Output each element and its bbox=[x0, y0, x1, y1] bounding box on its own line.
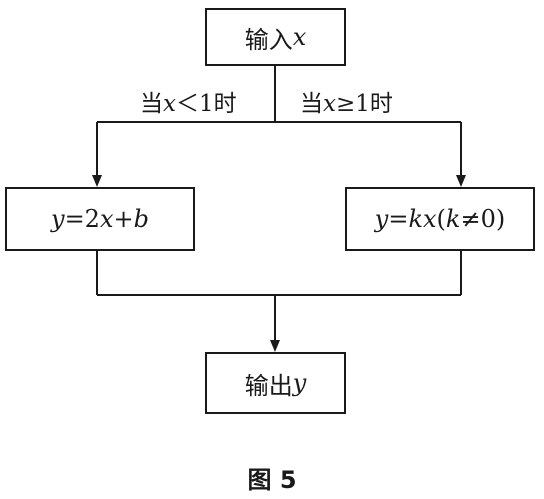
left-b: b bbox=[133, 205, 149, 233]
right-ne-zero: ≠0) bbox=[460, 205, 506, 233]
right-y: y bbox=[374, 205, 389, 233]
output-node-var: y bbox=[292, 369, 307, 397]
left-eq: =2 bbox=[64, 205, 100, 233]
output-arrowhead bbox=[270, 340, 280, 352]
figure-caption: 图 5 bbox=[247, 466, 297, 494]
condition-left-pre: 当 bbox=[140, 91, 163, 117]
input-node-label: 输入 bbox=[244, 25, 293, 54]
condition-left-var: x bbox=[163, 91, 176, 117]
right-paren: ( bbox=[436, 205, 446, 233]
input-node-var: x bbox=[292, 23, 307, 51]
condition-left: 当x＜1时 bbox=[140, 84, 237, 118]
right-kx: kx bbox=[408, 205, 437, 233]
left-plus: + bbox=[113, 205, 134, 233]
condition-right-post: ≥1时 bbox=[335, 91, 393, 117]
right-eq: = bbox=[388, 205, 409, 233]
left-y: y bbox=[51, 205, 65, 233]
condition-left-post: ＜1时 bbox=[175, 91, 237, 117]
condition-right: 当x≥1时 bbox=[300, 84, 393, 118]
left-branch-arrowhead bbox=[92, 175, 102, 187]
right-function-node: y=kx(k≠0) bbox=[345, 187, 535, 251]
right-branch-arrowhead bbox=[456, 175, 466, 187]
condition-right-var: x bbox=[323, 91, 336, 117]
right-k: k bbox=[445, 205, 461, 233]
output-node-label: 输出 bbox=[244, 371, 293, 400]
condition-right-pre: 当 bbox=[300, 91, 323, 117]
left-x: x bbox=[99, 205, 114, 233]
